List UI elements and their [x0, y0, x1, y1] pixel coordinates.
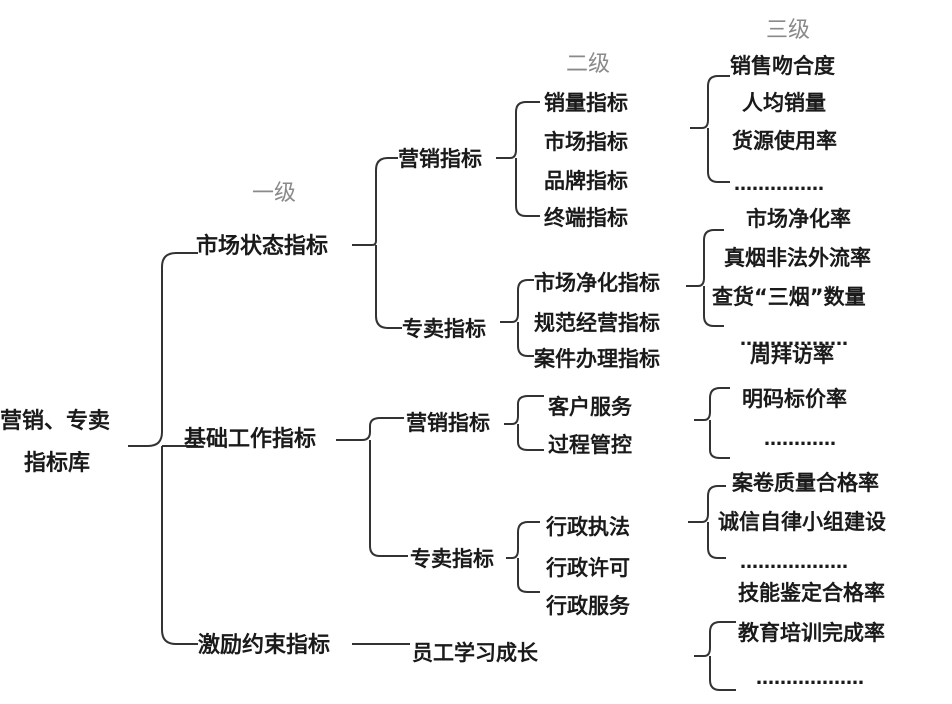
incentive-l3-1: 教育培训完成率 [738, 621, 885, 645]
bw-monopoly-l3-2: ……………… [740, 552, 848, 573]
incentive-item: 员工学习成长 [412, 641, 539, 665]
basic-work-connector [336, 417, 408, 557]
ms-marketing-bracket [496, 101, 540, 217]
incentive-l3-bracket [694, 621, 736, 691]
ms-marketing-l3-bracket [690, 75, 730, 183]
ms-monopoly-l3-2: 查货“三烟”数量 [712, 285, 866, 309]
root-node-line1: 营销、专卖 [0, 408, 110, 434]
ms-marketing-l3-0: 销售吻合度 [730, 54, 835, 78]
ms-monopoly-item-0: 市场净化指标 [534, 271, 660, 295]
bw-marketing-item-1: 过程管控 [548, 433, 632, 457]
bw-marketing-l3-0: 周拜访率 [750, 343, 834, 367]
ms-marketing-item-2: 品牌指标 [544, 169, 628, 193]
bw-marketing-bracket [504, 395, 544, 451]
bw-monopoly-bracket [506, 521, 540, 593]
level-label-third: 三级 [766, 18, 810, 43]
ms-marketing-item-1: 市场指标 [544, 130, 628, 154]
bw-monopoly-l3-0: 案卷质量合格率 [731, 471, 879, 495]
ms-marketing-label: 营销指标 [398, 147, 482, 171]
ms-marketing-l3-3: …………… [734, 174, 824, 195]
tier1-incentive: 激励约束指标 [198, 632, 330, 658]
ms-monopoly-label: 专卖指标 [402, 317, 486, 341]
ms-monopoly-l3-1: 真烟非法外流率 [724, 246, 871, 270]
bw-monopoly-label: 专卖指标 [410, 547, 494, 571]
incentive-l3-0: 技能鉴定合格率 [738, 581, 885, 605]
root-connector [128, 252, 198, 645]
ms-monopoly-l3-bracket [686, 229, 724, 327]
ms-marketing-item-0: 销量指标 [544, 91, 628, 115]
ms-monopoly-bracket [500, 279, 534, 357]
tier1-basic-work: 基础工作指标 [184, 426, 316, 452]
ms-marketing-l3-2: 货源使用率 [732, 129, 837, 153]
level-label-first: 一级 [252, 181, 296, 206]
bw-marketing-l3-2: ………… [764, 429, 836, 450]
bw-marketing-l3-bracket [694, 387, 730, 459]
level-label-second: 二级 [566, 52, 610, 77]
root-node-line2: 指标库 [24, 450, 90, 476]
tier1-market-status: 市场状态指标 [196, 233, 328, 259]
bw-monopoly-l3-1: 诚信自律小组建设 [718, 510, 886, 534]
bw-marketing-l3-1: 明码标价率 [742, 387, 847, 411]
bw-marketing-label: 营销指标 [406, 411, 490, 435]
bw-marketing-item-0: 客户服务 [548, 395, 633, 419]
ms-monopoly-item-1: 规范经营指标 [534, 311, 660, 335]
market-status-connector [352, 157, 402, 329]
bw-monopoly-item-1: 行政许可 [545, 556, 630, 580]
ms-marketing-item-3: 终端指标 [544, 206, 628, 230]
ms-marketing-l3-1: 人均销量 [742, 91, 826, 115]
ms-monopoly-l3-3: ……………… [740, 329, 848, 350]
bw-monopoly-l3-bracket [688, 485, 726, 559]
bw-monopoly-item-0: 行政执法 [545, 515, 630, 539]
ms-monopoly-item-2: 案件办理指标 [533, 347, 660, 371]
ms-monopoly-l3-0: 市场净化率 [746, 207, 851, 231]
bw-monopoly-item-2: 行政服务 [545, 594, 631, 618]
incentive-l3-2: ……………… [756, 668, 864, 689]
